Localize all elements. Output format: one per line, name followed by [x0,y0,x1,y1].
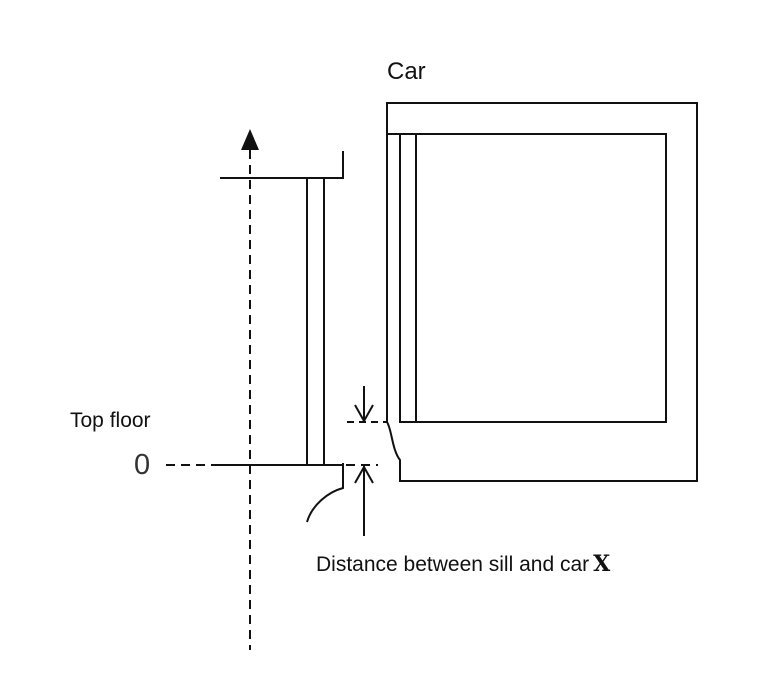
landing-sill [306,463,344,523]
shaft-wall [220,151,344,179]
zero-level-label: 0 [134,449,151,481]
car-cabin [399,133,667,423]
top-floor-label: Top floor [70,409,151,432]
car-body [386,102,698,482]
distance-text: Distance between sill and car [316,553,590,576]
car-label: Car [387,58,426,85]
landing-door-frame [306,177,325,466]
dimension-arrowhead-top-icon [354,404,374,424]
distance-symbol: X [593,551,611,577]
axis-arrow-icon [241,129,259,150]
dimension-arrowhead-bottom-icon [354,464,374,484]
